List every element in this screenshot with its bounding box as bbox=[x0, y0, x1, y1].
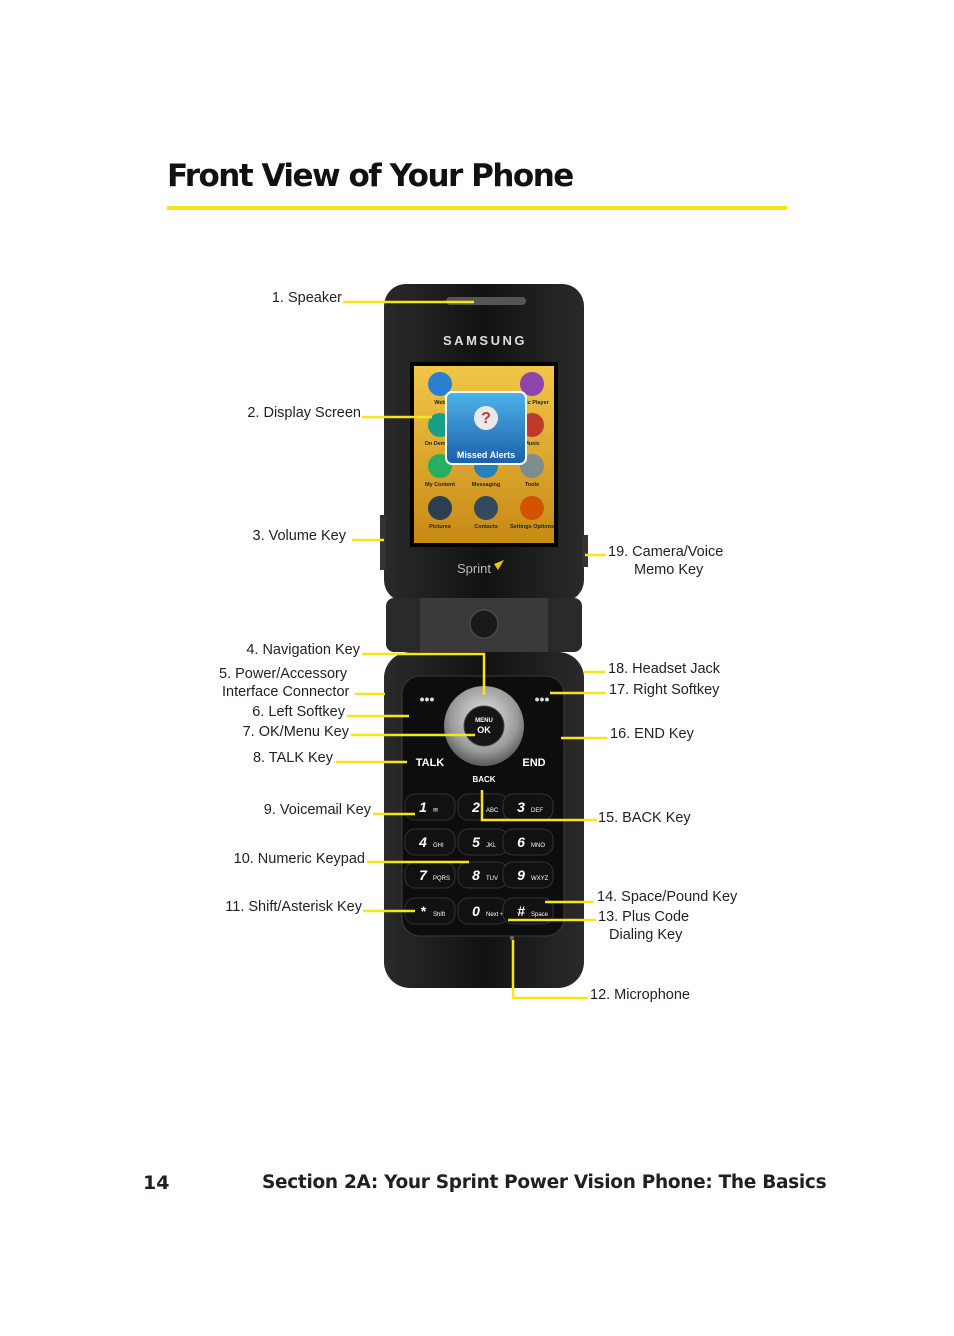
svg-text:MENU: MENU bbox=[475, 718, 493, 724]
page-title: Front View of Your Phone bbox=[167, 158, 574, 194]
numpad-digit: 2 bbox=[471, 799, 480, 815]
screen-app-icon bbox=[520, 372, 544, 396]
screen-app-icon bbox=[428, 496, 452, 520]
carrier-logo: Sprint bbox=[457, 561, 491, 576]
back-key-label: BACK bbox=[472, 775, 495, 784]
numpad-letters: DEF bbox=[531, 808, 543, 814]
numpad-letters: Space bbox=[531, 912, 549, 918]
numpad-digit: 1 bbox=[419, 799, 427, 815]
callout-display-screen: 2. Display Screen bbox=[247, 405, 361, 421]
numpad-letters: ✉ bbox=[433, 808, 438, 814]
numpad-letters: MNO bbox=[531, 843, 545, 849]
numpad-digit: 3 bbox=[517, 799, 525, 815]
callout-talk-key: 8. TALK Key bbox=[252, 750, 333, 766]
numpad-key bbox=[404, 897, 456, 925]
callout-ok-menu-key: 7. OK/Menu Key bbox=[242, 724, 349, 740]
numpad-letters: WXYZ bbox=[531, 876, 549, 882]
numpad-digit: 0 bbox=[472, 903, 480, 919]
speaker-grille bbox=[446, 297, 526, 305]
numpad-digit: 7 bbox=[419, 867, 428, 883]
screen-app-label: Messaging bbox=[472, 482, 500, 488]
talk-key-label: TALK bbox=[416, 757, 445, 769]
svg-text:?: ? bbox=[481, 410, 491, 427]
numpad-digit: # bbox=[517, 903, 525, 919]
numpad-key bbox=[457, 897, 509, 925]
section-title: Section 2A: Your Sprint Power Vision Pho… bbox=[262, 1172, 827, 1193]
callout-headset-jack: 18. Headset Jack bbox=[608, 661, 721, 677]
screen-app-label: Web bbox=[434, 400, 446, 406]
callout-microphone: 12. Microphone bbox=[590, 987, 690, 1003]
screen-app-label: Tools bbox=[525, 482, 539, 488]
numpad-letters: ABC bbox=[486, 808, 499, 814]
screen-app-label: Contacts bbox=[474, 524, 498, 530]
right-softkey-dots: ••• bbox=[535, 691, 550, 707]
callout-speaker: 1. Speaker bbox=[271, 290, 342, 306]
numpad-key bbox=[457, 861, 509, 889]
screen-app-label: Pictures bbox=[429, 524, 451, 530]
callout-numeric-keypad: 10. Numeric Keypad bbox=[233, 851, 365, 867]
numpad-letters: TUV bbox=[486, 876, 498, 882]
numpad-letters: GHI bbox=[433, 843, 444, 849]
end-key-label: END bbox=[522, 757, 545, 769]
numpad-digit: 5 bbox=[472, 834, 480, 850]
title-underline bbox=[167, 206, 787, 210]
screen-app-icon bbox=[520, 496, 544, 520]
callout-voicemail-key: 9. Voicemail Key bbox=[263, 802, 371, 818]
screen-app-label: My Content bbox=[425, 482, 455, 488]
screen-app-label: On Demand bbox=[425, 441, 456, 447]
numpad-key bbox=[502, 861, 554, 889]
svg-text:OK: OK bbox=[477, 725, 491, 735]
numpad-digit: 6 bbox=[517, 834, 525, 850]
callout-volume-key: 3. Volume Key bbox=[252, 528, 347, 544]
callout-end-key: 16. END Key bbox=[610, 726, 694, 742]
screen-app-label: Music Player bbox=[515, 400, 549, 406]
screen-app-icon bbox=[474, 496, 498, 520]
numpad-key bbox=[457, 793, 509, 821]
callout-left-softkey: 6. Left Softkey bbox=[252, 704, 345, 720]
numpad-digit: * bbox=[420, 903, 426, 919]
numpad-key bbox=[502, 828, 554, 856]
numpad-key bbox=[502, 793, 554, 821]
brand-logo: SAMSUNG bbox=[443, 333, 527, 348]
svg-text:Missed Alerts: Missed Alerts bbox=[457, 450, 515, 460]
left-softkey-dots: ••• bbox=[420, 691, 435, 707]
numpad-letters: Next + bbox=[486, 912, 504, 918]
callout-space-pound-key: 14. Space/Pound Key bbox=[597, 889, 738, 905]
page-number: 14 bbox=[143, 1172, 170, 1194]
callout-navigation-key: 4. Navigation Key bbox=[246, 642, 360, 658]
callout-right-softkey: 17. Right Softkey bbox=[609, 682, 720, 698]
screen-app-label: Settings Options bbox=[510, 524, 554, 530]
callout-back-key: 15. BACK Key bbox=[598, 810, 691, 826]
callout-shift-asterisk-key: 11. Shift/Asterisk Key bbox=[225, 899, 362, 915]
numpad-key bbox=[404, 793, 456, 821]
numpad-key bbox=[404, 861, 456, 889]
numpad-digit: 8 bbox=[472, 867, 480, 883]
numpad-digit: 4 bbox=[418, 834, 427, 850]
screen-app-label: Music bbox=[524, 441, 540, 447]
numpad-key bbox=[404, 828, 456, 856]
screen-app-icon bbox=[428, 372, 452, 396]
numpad-letters: PQRS bbox=[433, 876, 450, 882]
numpad-key bbox=[502, 897, 554, 925]
numpad-letters: Shift bbox=[433, 912, 445, 918]
microphone-hole bbox=[510, 936, 514, 940]
numpad-digit: 9 bbox=[517, 867, 525, 883]
numpad-letters: JKL bbox=[486, 843, 497, 849]
numpad-key bbox=[457, 828, 509, 856]
